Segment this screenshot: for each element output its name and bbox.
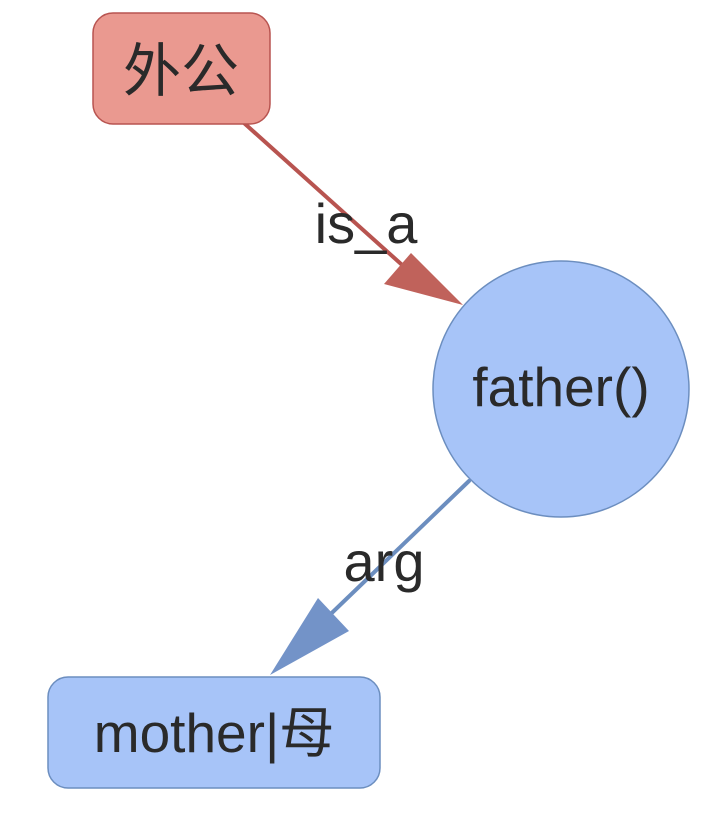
node-mother-label: mother|母 — [94, 702, 334, 764]
node-mother-box — [47, 676, 381, 789]
edge-arg-arrowhead — [270, 598, 349, 675]
node-waigong[interactable]: 外公 — [92, 12, 271, 125]
edge-is-a-label: is_a — [315, 192, 419, 255]
node-waigong-label: 外公 — [123, 37, 239, 105]
edge-is-a: is_a — [242, 121, 463, 305]
node-father[interactable]: father() — [432, 260, 690, 518]
node-waigong-box — [92, 12, 271, 125]
node-mother[interactable]: mother|母 — [47, 676, 381, 789]
edge-arg-line — [310, 479, 471, 634]
node-father-label: father() — [472, 356, 649, 418]
edge-is-a-arrowhead — [384, 253, 463, 305]
node-father-circle — [432, 260, 690, 518]
edge-is-a-line — [242, 121, 432, 292]
edge-arg: arg — [270, 479, 471, 675]
edge-arg-label: arg — [344, 530, 425, 593]
